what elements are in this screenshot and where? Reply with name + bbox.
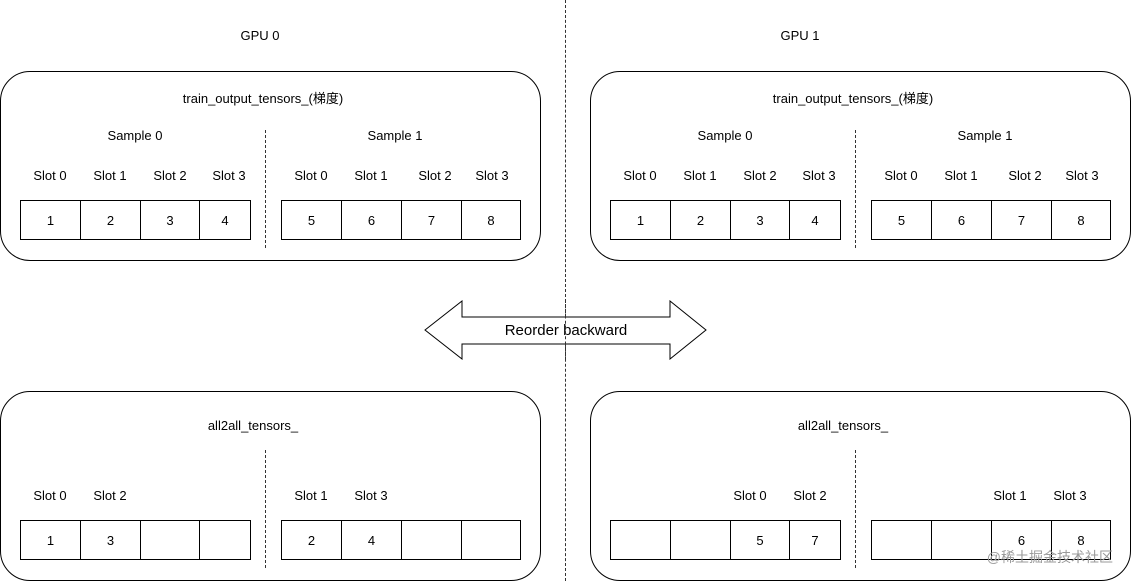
- gpu1-a2a-right-cells: 6 8: [871, 520, 1111, 560]
- tensor-cell: 7: [992, 201, 1052, 239]
- gpu0-s0-slot0-label: Slot 0: [33, 168, 67, 183]
- tensor-cell: [402, 521, 462, 559]
- gpu1-a2a-left-slot-label: Slot 2: [793, 488, 827, 503]
- tensor-cell: 6: [342, 201, 402, 239]
- gpu1-a2a-right-slot-label: Slot 3: [1053, 488, 1087, 503]
- gpu1-all2all-title: all2all_tensors_: [797, 418, 889, 433]
- gpu-1-title: GPU 1: [780, 28, 820, 43]
- tensor-cell: [462, 521, 520, 559]
- tensor-cell: 6: [932, 201, 992, 239]
- gpu0-sample0-label: Sample 0: [107, 128, 163, 143]
- gpu1-a2a-right-slot-label: Slot 1: [993, 488, 1027, 503]
- gpu0-train-output-panel: [0, 71, 541, 261]
- gpu1-s0-slot2-label: Slot 2: [743, 168, 777, 183]
- watermark: @稀土掘金技术社区: [986, 549, 1113, 565]
- gpu0-a2a-right-cells: 2 4: [281, 520, 521, 560]
- tensor-cell: 3: [81, 521, 141, 559]
- tensor-cell: 5: [872, 201, 932, 239]
- gpu1-all2all-divider: [855, 450, 856, 568]
- tensor-cell: [671, 521, 731, 559]
- gpu0-a2a-left-slot-label: Slot 0: [33, 488, 67, 503]
- tensor-cell: 6: [992, 521, 1052, 559]
- gpu0-sample1-label: Sample 1: [367, 128, 423, 143]
- gpu1-a2a-left-cells: 5 7: [610, 520, 841, 560]
- gpu0-sample0-cells: 1 2 3 4: [20, 200, 251, 240]
- tensor-cell: 5: [282, 201, 342, 239]
- tensor-cell: 5: [731, 521, 790, 559]
- tensor-cell: [872, 521, 932, 559]
- gpu1-s0-slot1-label: Slot 1: [683, 168, 717, 183]
- tensor-cell: 2: [671, 201, 731, 239]
- gpu0-s0-slot2-label: Slot 2: [153, 168, 187, 183]
- gpu1-sample0-label: Sample 0: [697, 128, 753, 143]
- gpu1-sample1-label: Sample 1: [957, 128, 1013, 143]
- gpu1-s0-slot3-label: Slot 3: [802, 168, 836, 183]
- gpu0-s1-slot1-label: Slot 1: [354, 168, 388, 183]
- gpu-divider: [565, 0, 566, 581]
- gpu0-s0-slot1-label: Slot 1: [93, 168, 127, 183]
- tensor-cell: 4: [811, 212, 819, 228]
- gpu0-a2a-left-slot-label: Slot 2: [93, 488, 127, 503]
- gpu0-sample-divider: [265, 130, 266, 248]
- gpu0-s0-slot3-label: Slot 3: [212, 168, 246, 183]
- tensor-cell: [932, 521, 992, 559]
- gpu0-s1-slot2-label: Slot 2: [418, 168, 452, 183]
- gpu1-sample1-cells: 5 6 7 8: [871, 200, 1111, 240]
- tensor-cell: 7: [402, 201, 462, 239]
- gpu1-s1-slot1-label: Slot 1: [944, 168, 978, 183]
- tensor-cell: 1: [611, 201, 671, 239]
- gpu1-s1-slot3-label: Slot 3: [1065, 168, 1099, 183]
- gpu0-s1-slot3-label: Slot 3: [475, 168, 509, 183]
- gpu0-s1-slot0-label: Slot 0: [294, 168, 328, 183]
- reorder-backward-arrow: Reorder backward: [424, 299, 708, 361]
- tensor-cell: 7: [811, 532, 819, 548]
- reorder-backward-label: Reorder backward: [504, 321, 628, 339]
- gpu0-a2a-left-cells: 1 3: [20, 520, 251, 560]
- gpu-divider-overlay: [565, 300, 566, 360]
- gpu1-a2a-left-slot-label: Slot 0: [733, 488, 767, 503]
- tensor-cell: 4: [221, 212, 229, 228]
- gpu-0-title: GPU 0: [240, 28, 280, 43]
- tensor-cell: 8: [1077, 212, 1085, 228]
- gpu1-s1-slot0-label: Slot 0: [884, 168, 918, 183]
- gpu0-a2a-right-slot-label: Slot 1: [294, 488, 328, 503]
- gpu1-sample-divider: [855, 130, 856, 248]
- tensor-cell: 2: [81, 201, 141, 239]
- tensor-cell: 4: [342, 521, 402, 559]
- tensor-cell: [611, 521, 671, 559]
- tensor-cell: [200, 521, 250, 559]
- gpu0-sample1-cells: 5 6 7 8: [281, 200, 521, 240]
- gpu0-train-output-title: train_output_tensors_(梯度): [182, 91, 344, 106]
- tensor-cell: 1: [21, 521, 81, 559]
- tensor-cell: 2: [282, 521, 342, 559]
- tensor-cell: [141, 521, 200, 559]
- tensor-cell: 1: [21, 201, 81, 239]
- gpu1-sample0-cells: 1 2 3 4: [610, 200, 841, 240]
- gpu1-s1-slot2-label: Slot 2: [1008, 168, 1042, 183]
- gpu0-all2all-title: all2all_tensors_: [207, 418, 299, 433]
- tensor-cell: 3: [141, 201, 200, 239]
- gpu0-a2a-right-slot-label: Slot 3: [354, 488, 388, 503]
- gpu0-all2all-divider: [265, 450, 266, 568]
- tensor-cell: 8: [487, 212, 495, 228]
- gpu1-train-output-title: train_output_tensors_(梯度): [772, 91, 934, 106]
- tensor-cell: 8: [1077, 532, 1085, 548]
- gpu1-s0-slot0-label: Slot 0: [623, 168, 657, 183]
- tensor-cell: 3: [731, 201, 790, 239]
